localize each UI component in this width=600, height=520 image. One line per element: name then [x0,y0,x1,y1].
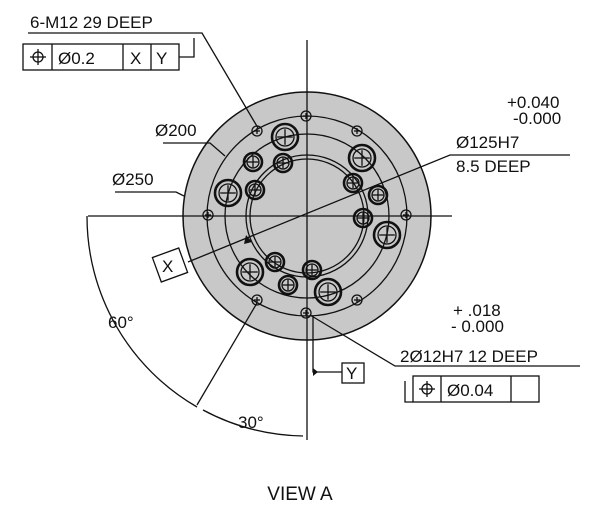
leader-dia200 [163,142,226,157]
fcf-bottom-tolerance: Ø0.04 [447,381,493,400]
dia250-label: Ø250 [112,170,154,189]
position-icon [419,381,435,397]
extension-line-30 [196,302,258,406]
fcf-top-datum-x: X [130,49,141,68]
fcf-top-tolerance: Ø0.2 [58,49,95,68]
angle-arc-30 [202,409,304,437]
position-icon [30,49,46,65]
counterbore-hole [313,277,343,307]
angle-60-label: 60° [108,313,134,332]
pin-tol-plus: + .018 [453,301,501,320]
fcf-top-datum-y: Y [156,49,167,68]
tapped-hole [342,172,364,194]
pin-holes-label: 2Ø12H7 12 DEEP [400,347,538,366]
bore-depth: 8.5 DEEP [456,157,531,176]
tapped-holes-callout: 6-M12 29 DEEP [30,13,153,32]
bore-tol-minus: -0.000 [513,109,561,128]
angle-30-label: 30° [238,413,264,432]
small-hole [400,209,412,221]
pin-tol-minus: - 0.000 [451,317,504,336]
dia200-label: Ø200 [155,121,197,140]
small-hole [351,125,363,137]
leader-pin [309,314,580,367]
tapped-hole [367,184,389,206]
leader-bore [187,154,570,263]
datum-x: X [151,247,189,283]
leader-dia250 [115,191,185,197]
view-label: VIEW A [267,484,333,505]
leader-tapped [28,32,259,129]
fcf-bottom: Ø0.04 [404,375,540,403]
svg-text:X: X [162,257,173,276]
small-hole [351,294,363,306]
small-hole [300,307,312,319]
tapped-hole [242,151,264,173]
bore-tol-plus: +0.040 [507,93,559,112]
tapped-hole [244,179,266,201]
tapped-hole [272,152,294,174]
svg-text:Y: Y [346,364,357,383]
counterbore-hole [270,122,300,152]
holes [202,110,412,319]
tapped-hole [352,207,374,229]
counterbore-hole [235,257,265,287]
small-hole [300,110,312,122]
fcf-top: Ø0.2 X Y [22,38,195,71]
datum-y: Y [341,362,365,384]
counterbore-hole [372,220,402,250]
tapped-hole [264,251,286,273]
bore-label: Ø125H7 [456,133,519,152]
small-hole [202,209,214,221]
angle-arc-60 [86,215,198,408]
tapped-hole [301,259,323,281]
small-hole [251,294,263,306]
tapped-hole [277,274,299,296]
counterbore-hole [213,178,243,208]
counterbore-hole [347,143,377,173]
